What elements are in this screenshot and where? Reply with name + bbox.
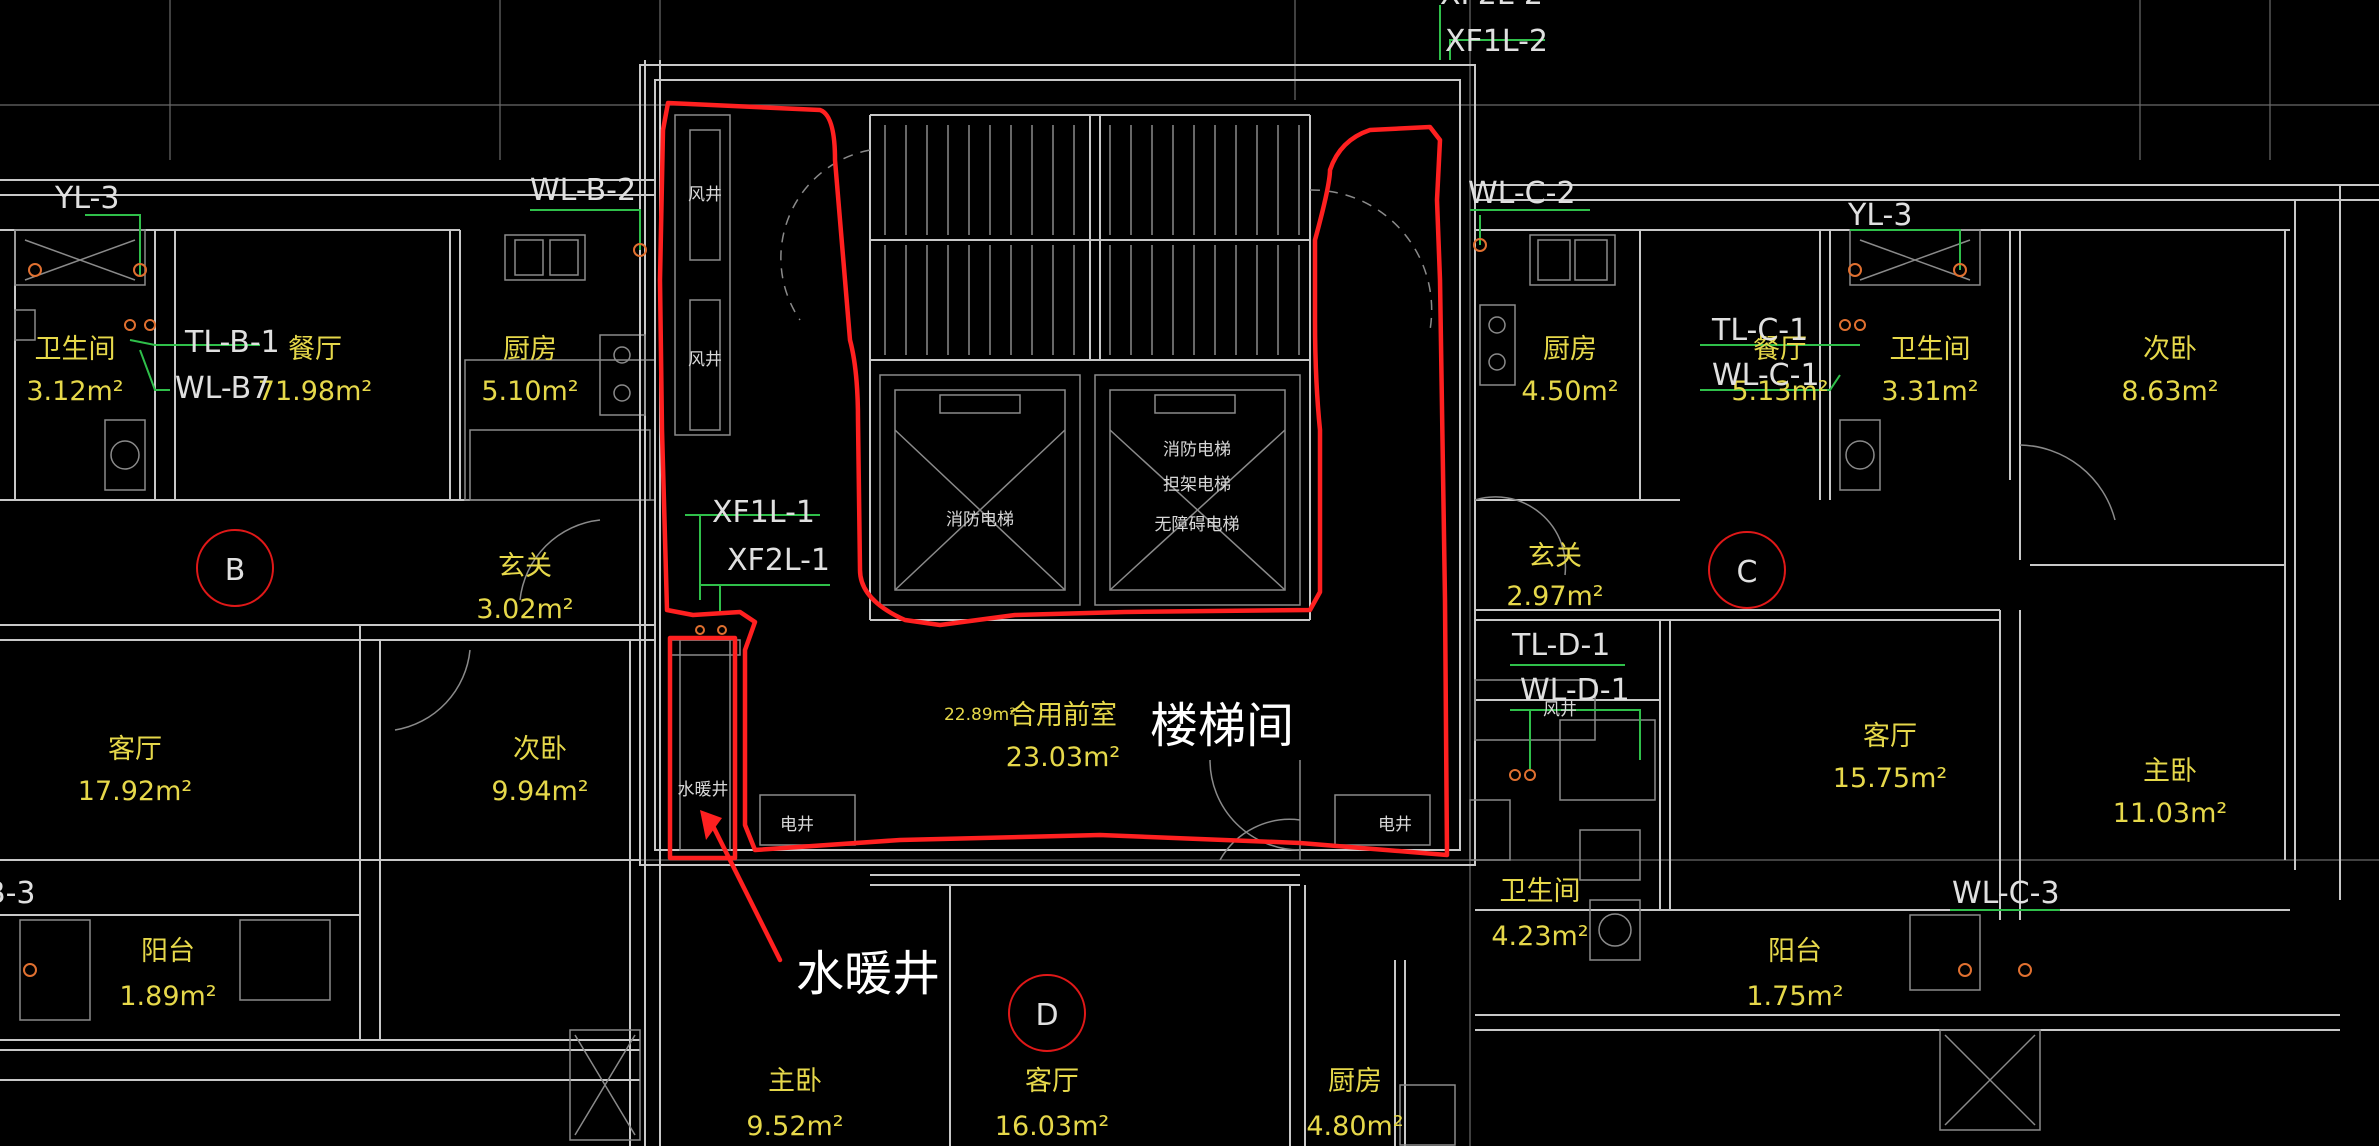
- room-name-kitchen-left: 厨房: [503, 334, 557, 365]
- tag-wlc1: WL-C-1: [1712, 358, 1820, 393]
- tag-tld1: TL-D-1: [1511, 628, 1610, 663]
- room-name-kitchen-bottom: 厨房: [1328, 1066, 1382, 1097]
- stairwell-annotation: 楼梯间: [1150, 698, 1294, 754]
- room-name-foyer-right: 玄关: [1528, 541, 1582, 572]
- room-name-balcony-left: 阳台: [141, 936, 195, 967]
- room-area-dining-right: 5.13m²: [1731, 376, 1828, 407]
- room-area-lobby: 23.03m²: [1006, 742, 1120, 773]
- tag-wlb2: WL-B-2: [530, 173, 636, 208]
- room-area-kitchen-left: 5.10m²: [481, 376, 578, 407]
- room-area-dining-left: 71.98m²: [258, 376, 372, 407]
- tag-wld1: WL-D-1: [1520, 673, 1630, 708]
- room-area-balcony-left: 1.89m²: [119, 981, 216, 1012]
- room-area-bath-right: 3.31m²: [1881, 376, 1978, 407]
- elec-shaft-label-2: 电井: [1378, 815, 1412, 835]
- shaft-labels: 风井 风井 风井 电井 电井 水暖井: [678, 185, 1578, 835]
- right-unit-walls: [1469, 184, 2379, 1031]
- room-name-dining-left: 餐厅: [288, 334, 342, 365]
- room-area-foyer-left: 3.02m²: [476, 594, 573, 625]
- room-name-bath-right-low: 卫生间: [1500, 876, 1581, 907]
- elevator-left-label: 消防电梯: [946, 510, 1014, 530]
- room-name-bedroom2-right: 次卧: [2143, 334, 2197, 365]
- tag-xf2l2: XF2L-2: [1440, 0, 1543, 12]
- room-area-bedroom2-right: 8.63m²: [2121, 376, 2218, 407]
- room-name-living-left: 客厅: [108, 734, 162, 765]
- room-name-living-right: 客厅: [1863, 721, 1917, 752]
- elevator-right-label-1: 消防电梯: [1163, 440, 1231, 460]
- elevator-right-label-2: 担架电梯: [1163, 475, 1231, 495]
- room-area-bedroom2-left: 9.94m²: [491, 776, 588, 807]
- room-area-living-bottom: 16.03m²: [995, 1111, 1109, 1142]
- wind-shaft-label-2: 风井: [688, 350, 722, 370]
- elec-shaft-label-1: 电井: [780, 815, 814, 835]
- room-area-bath-right-low: 4.23m²: [1491, 921, 1588, 952]
- room-name-dining-right: 餐厅: [1753, 334, 1807, 365]
- tag-wlc2: WL-C-2: [1468, 176, 1576, 211]
- plumbing-shaft-arrow: [707, 817, 783, 963]
- tag-b3-edge: B-3: [0, 876, 36, 911]
- room-area-master-right: 11.03m²: [2113, 798, 2227, 829]
- room-name-living-bottom: 客厅: [1025, 1066, 1079, 1097]
- lobby-subarea: 22.89m²: [944, 705, 1016, 725]
- tag-tlc1: TL-C-1: [1711, 313, 1808, 348]
- bottom-unit-walls: [870, 874, 1456, 1146]
- room-name-balcony-right: 阳台: [1768, 936, 1822, 967]
- tag-xf1l2: XF1L-2: [1445, 24, 1548, 59]
- tag-wlb7: WL-B7: [175, 371, 270, 406]
- plumbing-shaft-annotation: 水暖井: [796, 946, 940, 1002]
- room-name-bath-right: 卫生间: [1890, 334, 1971, 365]
- tag-xf1l1: XF1L-1: [712, 495, 815, 530]
- tag-yl3-left: YL-3: [54, 181, 119, 216]
- tag-yl3-right: YL-3: [1847, 198, 1912, 233]
- room-area-foyer-right: 2.97m²: [1506, 581, 1603, 612]
- room-name-lobby: 合用前室: [1009, 700, 1117, 731]
- unit-c-label: C: [1737, 555, 1758, 590]
- room-name-master-right: 主卧: [2143, 756, 2197, 787]
- core-walls: [639, 64, 1476, 866]
- room-area-living-right: 15.75m²: [1833, 763, 1947, 794]
- room-name-master-bottom: 主卧: [768, 1066, 822, 1097]
- room-area-kitchen-right: 4.50m²: [1521, 376, 1618, 407]
- pipe-leader-lines: [85, 5, 2060, 911]
- stair-treads: [884, 125, 1300, 355]
- pipe-dots: [23, 238, 2032, 977]
- unit-b-label: B: [225, 553, 246, 588]
- room-area-balcony-right: 1.75m²: [1746, 981, 1843, 1012]
- tag-wlc3: WL-C-3: [1952, 876, 2060, 911]
- unit-d-label: D: [1035, 998, 1058, 1033]
- arrow-head: [700, 810, 722, 840]
- highlight-outlines: [657, 100, 1450, 963]
- pipe-tags: YL-3 WL-B-2 TL-B-1 WL-B7 XF2L-2 XF1L-2 W…: [0, 0, 2060, 911]
- room-labels: 卫生间 3.12m² 餐厅 71.98m² 厨房 5.10m² 玄关 3.02m² 客厅 17.9…: [26, 334, 2227, 1142]
- room-area-living-left: 17.92m²: [78, 776, 192, 807]
- room-area-master-bottom: 9.52m²: [746, 1111, 843, 1142]
- room-area-kitchen-bottom: 4.80m²: [1306, 1111, 1403, 1142]
- elevator-labels: 消防电梯 消防电梯 担架电梯 无障碍电梯: [946, 440, 1240, 535]
- unit-b-circle: [196, 529, 274, 607]
- unit-c-circle: [1708, 531, 1786, 609]
- plumbing-shaft-label: 水暖井: [678, 780, 729, 800]
- stairwell-highlight: [657, 100, 1450, 858]
- unit-d-circle: [1008, 974, 1086, 1052]
- tag-xf2l1: XF2L-1: [727, 543, 830, 578]
- unit-markers: B C D: [196, 529, 1786, 1052]
- room-name-foyer-left: 玄关: [498, 551, 552, 582]
- left-unit-fixtures: [14, 229, 646, 491]
- wind-shaft-label-1: 风井: [688, 185, 722, 205]
- right-unit-fixtures: [1479, 229, 2041, 1131]
- tag-tlb1: TL-B-1: [184, 325, 280, 360]
- room-name-kitchen-right: 厨房: [1543, 334, 1597, 365]
- wind-shaft-label-3: 风井: [1543, 700, 1577, 720]
- plumbing-shaft-highlight: [667, 635, 738, 861]
- room-name-bath-left: 卫生间: [35, 334, 116, 365]
- elevator-right-label-3: 无障碍电梯: [1155, 515, 1240, 535]
- room-name-bedroom2-left: 次卧: [513, 734, 567, 765]
- room-area-bath-left: 3.12m²: [26, 376, 123, 407]
